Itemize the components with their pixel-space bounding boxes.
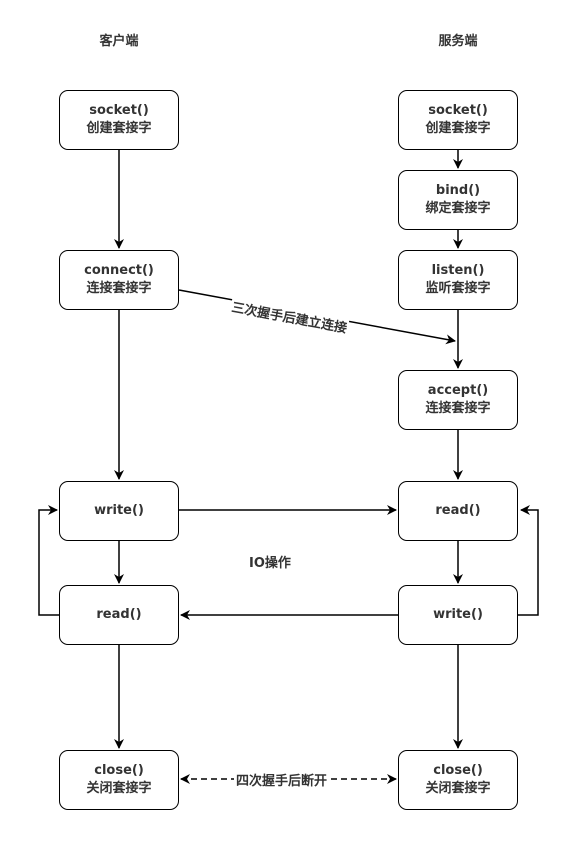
- server-socket-fn: socket(): [428, 103, 488, 118]
- client-write-fn: write(): [94, 503, 144, 518]
- server-accept-desc: 连接套接字: [425, 401, 491, 416]
- server-listen-node: listen() 监听套接字: [398, 250, 518, 310]
- server-accept-node: accept() 连接套接字: [398, 370, 518, 430]
- client-write-node: write(): [59, 481, 179, 541]
- client-socket-desc: 创建套接字: [86, 121, 152, 136]
- client-read-node: read(): [59, 585, 179, 645]
- client-close-desc: 关闭套接字: [86, 781, 152, 796]
- client-column-title: 客户端: [99, 34, 139, 49]
- client-close-fn: close(): [94, 763, 144, 778]
- client-connect-fn: connect(): [84, 263, 154, 278]
- server-socket-desc: 创建套接字: [425, 121, 491, 136]
- teardown-label: 四次握手后断开: [234, 770, 330, 789]
- server-accept-fn: accept(): [427, 383, 489, 398]
- client-socket-node: socket() 创建套接字: [59, 90, 179, 150]
- server-close-node: close() 关闭套接字: [398, 750, 518, 810]
- server-listen-fn: listen(): [431, 263, 485, 278]
- client-connect-desc: 连接套接字: [86, 281, 152, 296]
- server-bind-fn: bind(): [435, 183, 481, 198]
- server-read-fn: read(): [435, 503, 481, 518]
- server-listen-desc: 监听套接字: [425, 281, 491, 296]
- io-operation-label: IO操作: [249, 556, 291, 571]
- arrow-server-write-loop-to-read: [518, 505, 539, 616]
- server-write-fn: write(): [433, 607, 483, 622]
- server-bind-desc: 绑定套接字: [425, 201, 491, 216]
- arrow-client-read-loop-to-write: [38, 505, 59, 616]
- server-bind-node: bind() 绑定套接字: [398, 170, 518, 230]
- server-close-desc: 关闭套接字: [425, 781, 491, 796]
- client-socket-fn: socket(): [89, 103, 149, 118]
- server-close-fn: close(): [433, 763, 483, 778]
- server-write-node: write(): [398, 585, 518, 645]
- client-close-node: close() 关闭套接字: [59, 750, 179, 810]
- server-column-title: 服务端: [438, 34, 478, 49]
- client-connect-node: connect() 连接套接字: [59, 250, 179, 310]
- server-socket-node: socket() 创建套接字: [398, 90, 518, 150]
- client-read-fn: read(): [96, 607, 142, 622]
- server-read-node: read(): [398, 481, 518, 541]
